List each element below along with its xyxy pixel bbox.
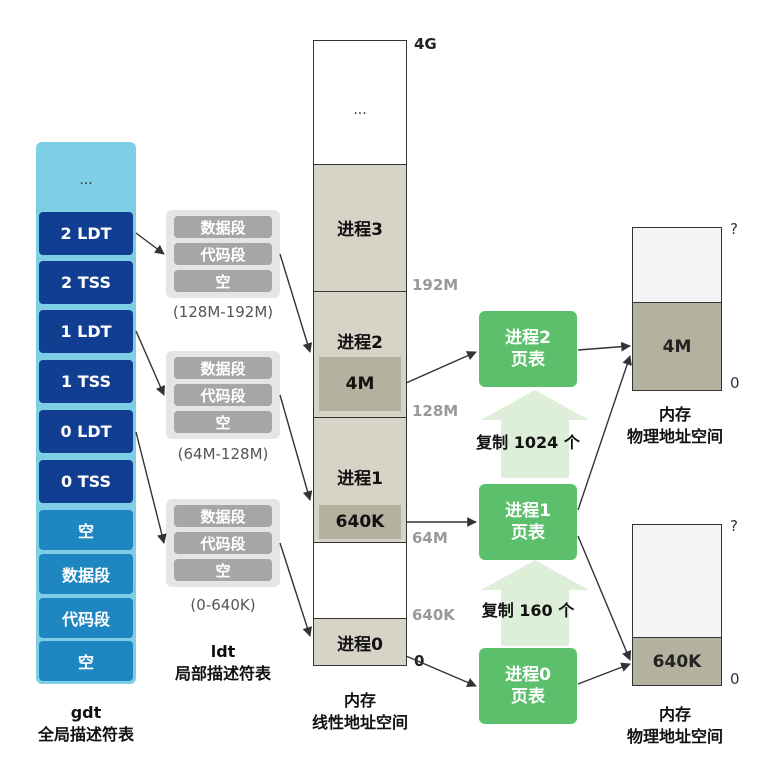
- gdt-row-code-segment: 代码段: [39, 598, 133, 638]
- linear-process0-region: [313, 618, 407, 666]
- arrow-linear2-pt2: [405, 351, 477, 384]
- gdt-row-1-ldt: 1 LDT: [39, 310, 133, 353]
- addr-0: 0: [414, 652, 425, 670]
- copy-arrow-lower: [481, 560, 589, 646]
- page-table-process0-line2: 页表: [511, 687, 545, 707]
- physical-bottom-question: ?: [730, 517, 738, 535]
- ldt2-range: (128M-192M): [172, 303, 274, 321]
- linear-process2-label: 进程2: [337, 332, 383, 353]
- arrow-pt2-phys: [577, 341, 631, 352]
- ldt2-data-segment: 数据段: [174, 216, 272, 238]
- gdt-caption: gdt 全局描述符表: [16, 702, 156, 746]
- gdt-caption-line2: 全局描述符表: [37, 725, 134, 744]
- physical-memory-top-block: 4M: [633, 302, 721, 390]
- ldt0-data-segment: 数据段: [174, 505, 272, 527]
- gdt-caption-line1: gdt: [70, 703, 102, 722]
- physical-top-caption-line1: 内存: [658, 405, 691, 424]
- gdt-row-0-tss: 0 TSS: [39, 460, 133, 503]
- linear-process1-block: 640K: [319, 505, 401, 539]
- physical-top-caption: 内存 物理地址空间: [600, 404, 750, 448]
- gdt-row-empty: 空: [39, 510, 133, 550]
- physical-top-zero: 0: [730, 374, 740, 392]
- copy-arrow-upper: [481, 390, 589, 478]
- physical-top-question: ?: [730, 220, 738, 238]
- gdt-row-2-tss: 2 TSS: [39, 261, 133, 304]
- linear-process2-block: 4M: [319, 357, 401, 411]
- page-table-process0: 进程0 页表: [479, 648, 577, 724]
- linear-ellipsis: ...: [353, 102, 367, 118]
- copy-arrows: [481, 390, 589, 646]
- ldt0-code-segment: 代码段: [174, 532, 272, 554]
- gdt-row-empty-2: 空: [39, 641, 133, 681]
- ldt2-code-segment: 代码段: [174, 243, 272, 265]
- linear-process1-label: 进程1: [337, 468, 383, 489]
- arrow-pt0-phys: [577, 662, 631, 685]
- ldt0-empty: 空: [174, 559, 272, 581]
- addr-4g: 4G: [414, 35, 437, 53]
- page-table-process1-line2: 页表: [511, 523, 545, 543]
- ldt1-code-segment: 代码段: [174, 384, 272, 406]
- physical-bottom-caption-line1: 内存: [658, 705, 691, 724]
- page-table-process1-line1: 进程1: [505, 501, 551, 521]
- physical-memory-bottom-block: 640K: [633, 637, 721, 685]
- addr-640k: 640K: [412, 606, 455, 624]
- linear-caption: 内存 线性地址空间: [290, 690, 430, 734]
- ldt-caption-line1: ldt: [210, 642, 236, 661]
- linear-process0-label: 进程0: [337, 634, 383, 655]
- addr-192m: 192M: [412, 276, 459, 294]
- gdt-row-2-ldt: 2 LDT: [39, 212, 133, 255]
- copy-1024-label: 复制 1024 个: [476, 433, 580, 452]
- page-table-process2: 进程2 页表: [479, 311, 577, 387]
- page-table-process2-line1: 进程2: [505, 328, 551, 348]
- page-table-process0-line1: 进程0: [505, 665, 551, 685]
- ldt1-data-segment: 数据段: [174, 357, 272, 379]
- arrow-gdt1-ldt1: [135, 330, 165, 396]
- arrow-ldt0-linear: [279, 542, 312, 637]
- gdt-row-0-ldt: 0 LDT: [39, 410, 133, 453]
- ldt-caption-line2: 局部描述符表: [174, 664, 271, 683]
- ldt1-range: (64M-128M): [177, 445, 269, 463]
- physical-bottom-caption: 内存 物理地址空间: [600, 704, 750, 748]
- copy-160-label: 复制 160 个: [481, 601, 575, 620]
- page-table-process1: 进程1 页表: [479, 484, 577, 560]
- ldt-caption: ldt 局部描述符表: [150, 641, 296, 685]
- gdt-row-data-segment: 数据段: [39, 554, 133, 594]
- gdt-row-1-tss: 1 TSS: [39, 360, 133, 403]
- addr-128m: 128M: [412, 402, 459, 420]
- ldt0-range: (0-640K): [190, 596, 256, 614]
- gdt-row-ellipsis: ...: [79, 172, 93, 188]
- page-table-process2-line2: 页表: [511, 350, 545, 370]
- ldt2-empty: 空: [174, 270, 272, 292]
- linear-caption-line1: 内存: [343, 691, 376, 710]
- ldt1-empty: 空: [174, 411, 272, 433]
- linear-process3-label: 进程3: [337, 219, 383, 240]
- physical-top-caption-line2: 物理地址空间: [626, 427, 723, 446]
- arrow-gdt2-ldt2: [135, 232, 165, 255]
- linear-caption-line2: 线性地址空间: [311, 713, 408, 732]
- physical-bottom-caption-line2: 物理地址空间: [626, 727, 723, 746]
- physical-bottom-zero: 0: [730, 670, 740, 688]
- addr-64m: 64M: [412, 529, 448, 547]
